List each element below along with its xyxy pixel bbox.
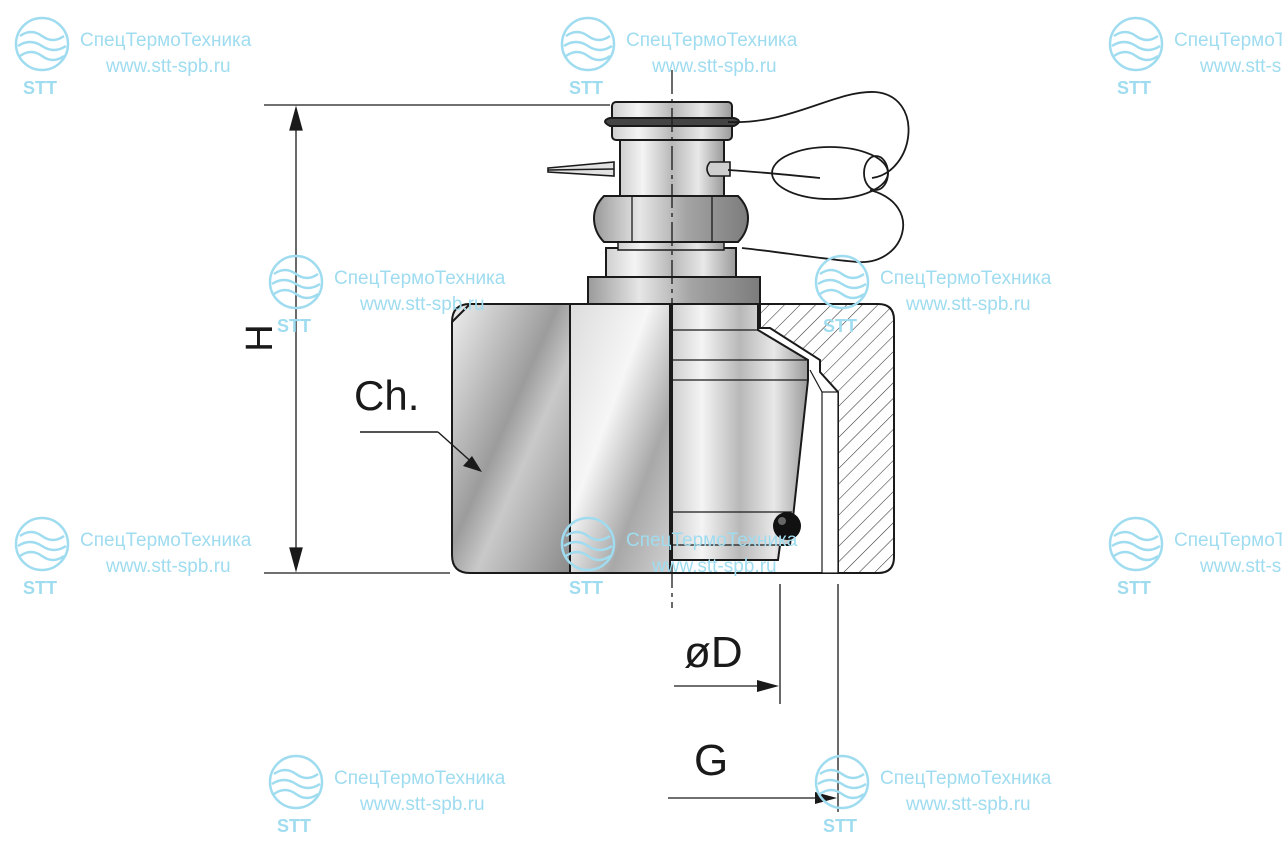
hex-body [451,303,671,574]
wrench-size-label: Ch. [354,372,420,419]
locking-pin [547,161,731,177]
retaining-wire [727,91,910,263]
seal-ball [773,512,801,540]
stem-neck [605,239,737,278]
wrench-size-leader [360,431,482,472]
height-dimension [264,104,610,574]
diameter-label: øD [684,628,743,677]
hex-nut [592,195,750,243]
body-section [670,303,895,574]
thread-label: G [694,736,729,785]
flange-ring [587,276,761,305]
diameter-dimension [674,584,781,704]
plug-insert [671,303,823,561]
height-label: H [239,324,281,352]
